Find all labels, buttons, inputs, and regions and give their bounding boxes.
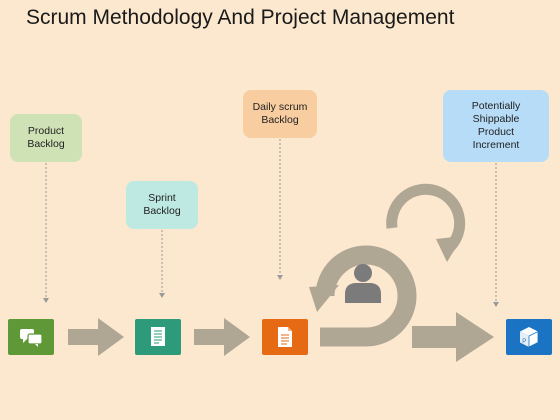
flow-arrow-2 [194, 318, 250, 356]
page-title: Scrum Methodology And Project Management [26, 6, 455, 29]
shippable-increment-label: Potentially Shippable Product Increment [443, 90, 549, 162]
connector-head-4 [493, 302, 499, 307]
daily-scrum-icon-box [262, 319, 308, 355]
svg-text:P: P [522, 339, 526, 345]
connector-head-3 [277, 275, 283, 280]
daily-scrum-backlog-text: Daily scrum Backlog [252, 101, 308, 126]
connector-head-2 [159, 293, 165, 298]
document-icon [151, 327, 165, 346]
daily-scrum-backlog-label: Daily scrum Backlog [243, 90, 317, 138]
connector-head-1 [43, 298, 49, 303]
product-backlog-label: Product Backlog [10, 114, 82, 162]
flow-arrow-3 [412, 312, 494, 362]
page-icon [278, 327, 292, 347]
sprint-backlog-text: Sprint Backlog [143, 192, 181, 217]
shippable-increment-icon-box: P [506, 319, 552, 355]
shippable-increment-text: Potentially Shippable Product Increment [471, 100, 521, 151]
sprint-backlog-label: Sprint Backlog [126, 181, 198, 229]
person-icon [345, 264, 381, 303]
package-cube-icon: P [520, 327, 539, 348]
chat-bubbles-icon [20, 329, 43, 347]
sprint-cycle-arrowhead [309, 285, 339, 312]
product-backlog-icon-box [8, 319, 54, 355]
daily-cycle-arrow [386, 183, 466, 251]
flow-arrow-1 [68, 318, 124, 356]
daily-cycle-arrowhead [436, 236, 463, 262]
sprint-cycle-arrow [315, 245, 417, 347]
product-backlog-text: Product Backlog [27, 125, 65, 150]
sprint-backlog-icon-box [135, 319, 181, 355]
